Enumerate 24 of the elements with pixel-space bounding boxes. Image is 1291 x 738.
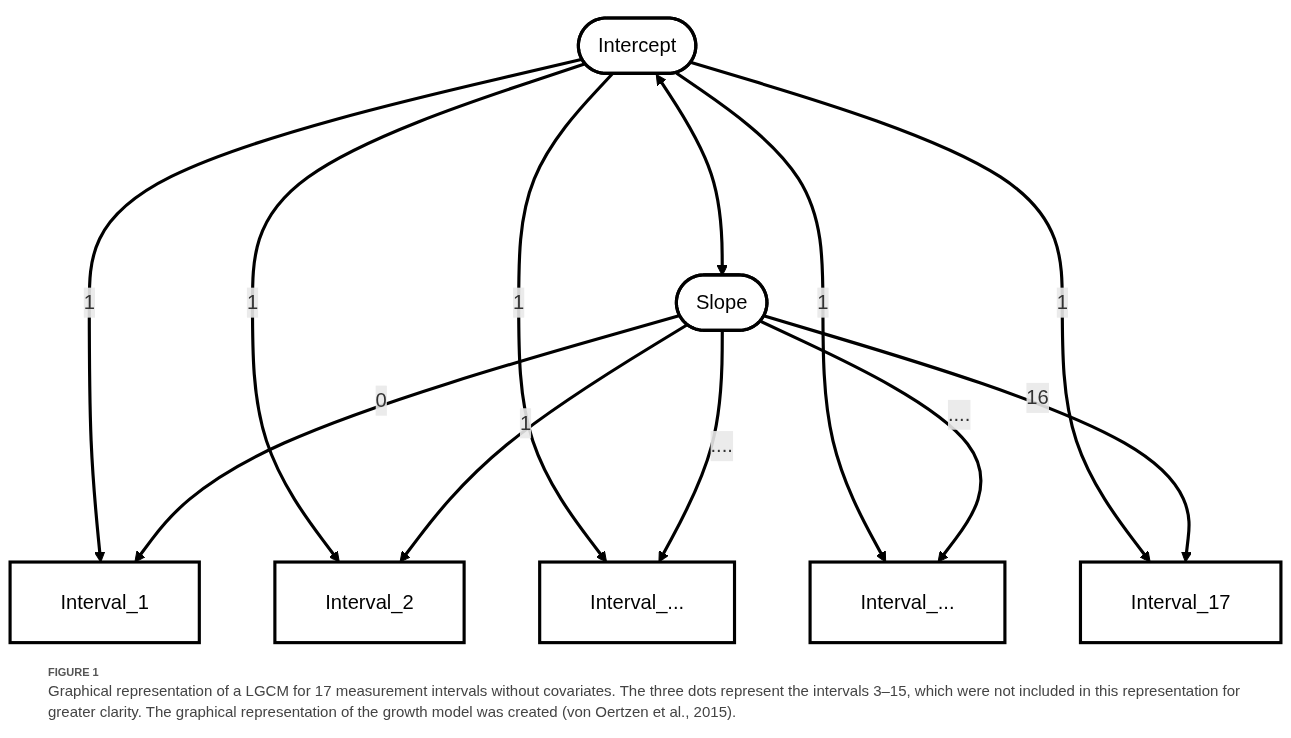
edge-label: 1 — [513, 291, 525, 313]
edge-label: 1 — [83, 291, 95, 313]
arrow — [658, 330, 724, 563]
node-box: Interval_1 — [8, 560, 201, 645]
arrow — [399, 323, 689, 563]
edge-label: .... — [710, 434, 733, 457]
figure-label: FIGURE 1 — [48, 664, 100, 680]
edge-label: 1 — [246, 291, 259, 313]
arrow — [764, 314, 1193, 563]
edge-label: .... — [947, 403, 971, 425]
edge-label: 1 — [817, 291, 829, 313]
node-box: Interval_17 — [1078, 560, 1283, 645]
arrow — [675, 71, 887, 563]
node-box: Interval_... — [808, 560, 1007, 645]
edge-label: 1 — [1056, 291, 1068, 313]
arrow — [690, 60, 1151, 563]
edge-label: 0 — [375, 389, 387, 411]
node-box: Interval_2 — [273, 560, 466, 645]
edge-label: 1 — [519, 411, 532, 434]
node-box: Interval_... — [538, 560, 737, 645]
arrow — [250, 62, 586, 563]
caption: Graphical representation of a LGCM for 17 measurement intervals without covariates. The three dots represent the intervals 3–15, which were not included in this representation for greater clarity. The graphical representation of the growth model was created (von Oertzen et al., 2015). — [48, 681, 1242, 722]
arrow — [760, 319, 983, 563]
edge-label: 16 — [1026, 386, 1049, 408]
